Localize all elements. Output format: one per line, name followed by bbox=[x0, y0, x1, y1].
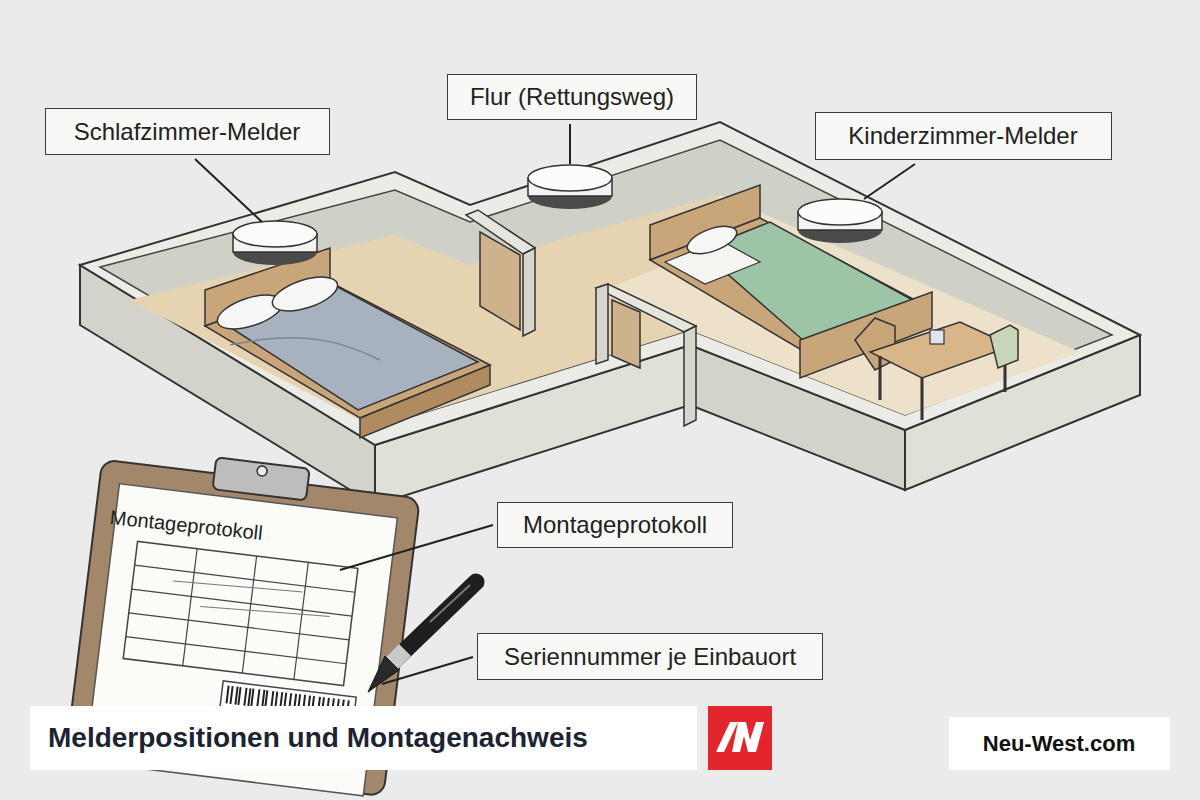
desk-and-chairs-part bbox=[990, 325, 1018, 368]
callout-text: Flur (Rettungsweg) bbox=[470, 83, 674, 111]
clipboard-part bbox=[256, 465, 267, 476]
desk-and-chairs-part bbox=[930, 330, 944, 344]
clipboard-part bbox=[242, 556, 256, 673]
callout-box: Schlafzimmer-Melder bbox=[45, 108, 330, 155]
desk-and-chairs-part bbox=[879, 356, 882, 400]
partitions-part bbox=[612, 300, 640, 368]
bed-kids-room-part bbox=[684, 221, 740, 259]
floor-part bbox=[130, 195, 1080, 428]
partitions-part bbox=[480, 232, 520, 330]
leader-lines-part bbox=[195, 159, 262, 222]
brand-logo-part bbox=[708, 706, 772, 770]
callout-text: Kinderzimmer-Melder bbox=[848, 122, 1077, 150]
clipboard-part bbox=[183, 549, 197, 666]
clipboard-part bbox=[135, 565, 355, 592]
leader-lines-part bbox=[864, 164, 915, 199]
leader-lines-part bbox=[382, 657, 473, 684]
clipboard-part bbox=[212, 457, 309, 500]
callout-box: Montageprotokoll bbox=[497, 502, 733, 548]
title-text: Melderpositionen und Montagenachweis bbox=[48, 722, 588, 754]
partitions-part bbox=[596, 284, 696, 332]
pen-part bbox=[392, 650, 405, 663]
clipboard-part bbox=[294, 562, 308, 679]
callout-box: Kinderzimmer-Melder bbox=[815, 112, 1112, 160]
callout-box: Flur (Rettungsweg) bbox=[447, 74, 697, 120]
outer-walls-part bbox=[80, 122, 1140, 445]
callout-text: Schlafzimmer-Melder bbox=[74, 118, 301, 146]
pen-part bbox=[395, 582, 476, 660]
floor bbox=[130, 195, 1080, 428]
clipboard-part bbox=[123, 541, 358, 685]
brand-logo-part bbox=[732, 722, 764, 752]
smoke-detectors-part bbox=[528, 165, 612, 191]
desk-and-chairs bbox=[855, 318, 1018, 420]
desk-and-chairs-part bbox=[870, 322, 1012, 378]
leader-lines-part bbox=[340, 525, 493, 570]
callout-text: Seriennummer je Einbauort bbox=[504, 643, 796, 671]
partitions-part bbox=[596, 284, 608, 364]
smoke-detectors bbox=[233, 165, 882, 265]
bed-bedroom-part bbox=[230, 338, 380, 360]
pen-part bbox=[368, 656, 399, 692]
smoke-detectors-part bbox=[798, 199, 882, 225]
leader-lines-part bbox=[569, 124, 571, 164]
callout-box: Seriennummer je Einbauort bbox=[477, 633, 823, 680]
pen-part bbox=[430, 585, 470, 622]
brand-text: Neu-West.com bbox=[983, 731, 1135, 756]
leader-lines bbox=[195, 124, 915, 684]
outer-walls-part bbox=[100, 140, 1112, 428]
pen bbox=[368, 582, 476, 692]
callout-text: Montageprotokoll bbox=[523, 511, 707, 539]
clipboard-part bbox=[126, 637, 346, 664]
title-band: Melderpositionen und Montagenachweis bbox=[30, 706, 697, 770]
clipboard-part bbox=[129, 613, 349, 640]
desk-and-chairs-part bbox=[921, 378, 924, 420]
partitions-part bbox=[523, 248, 535, 336]
smoke-detectors-part bbox=[233, 221, 317, 247]
bed-bedroom-part bbox=[268, 270, 341, 318]
clipboard-part bbox=[170, 576, 332, 622]
brand-box: Neu-West.com bbox=[949, 717, 1170, 770]
bed-bedroom bbox=[205, 248, 490, 438]
partitions-part bbox=[684, 326, 696, 426]
outer-walls bbox=[80, 122, 1140, 505]
brand-logo bbox=[708, 706, 772, 770]
clipboard-part bbox=[132, 589, 352, 616]
